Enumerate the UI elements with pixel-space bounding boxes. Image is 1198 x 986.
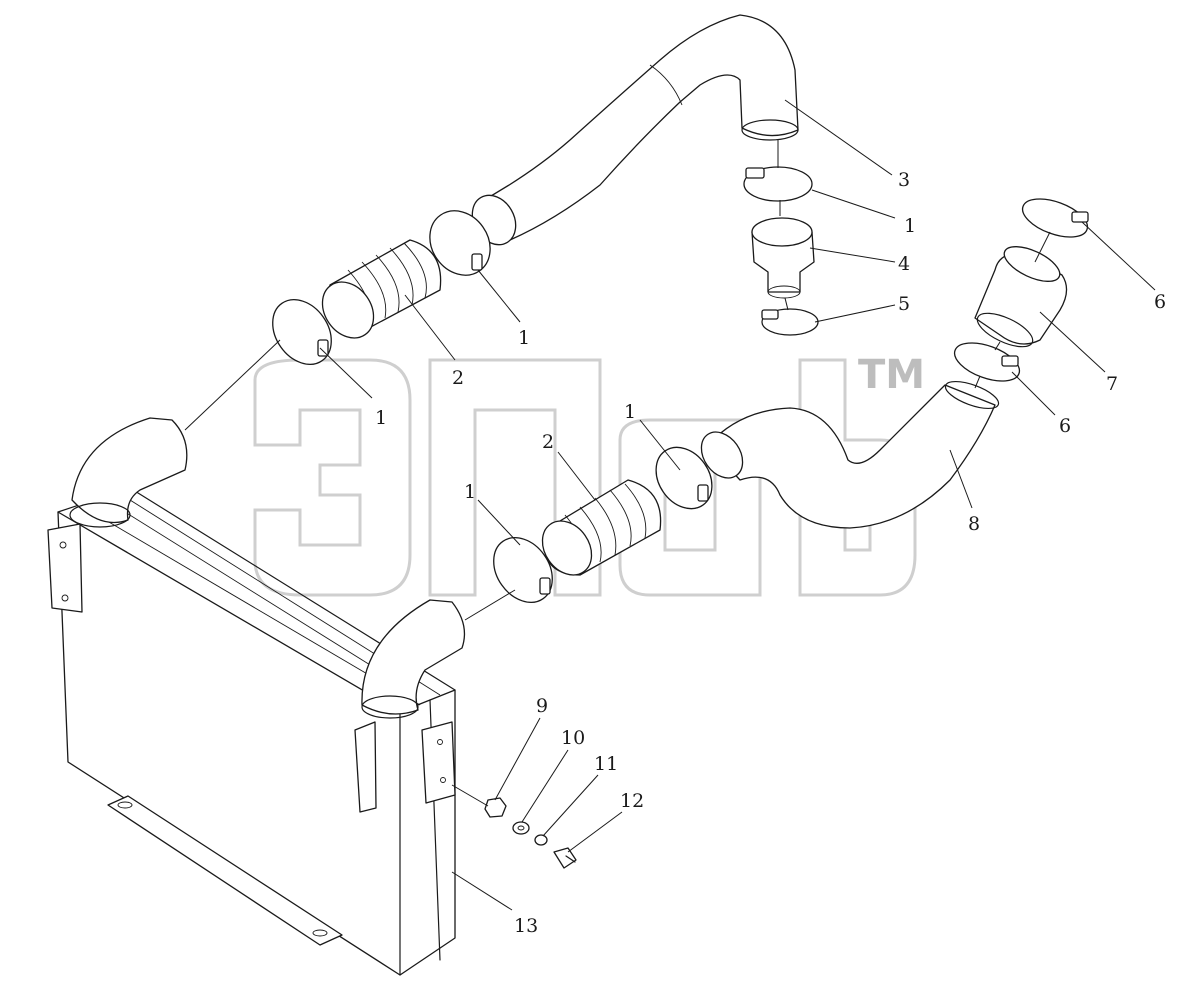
callout-5: 5 — [898, 293, 910, 315]
callout-10: 10 — [561, 727, 585, 749]
callout-1-lower-mid: 1 — [624, 401, 636, 423]
watermark-tm: TM — [858, 352, 925, 398]
leader-lines — [319, 99, 1156, 911]
small-hose-clamp — [761, 308, 819, 336]
hose-clamp-upper-mid — [429, 210, 491, 276]
callout-11: 11 — [594, 753, 618, 775]
hose-clamp-upper-right — [743, 166, 813, 202]
callout-12: 12 — [620, 790, 644, 812]
clamp-part6-upper — [1021, 198, 1089, 238]
lock-washer — [534, 834, 548, 846]
rubber-sleeve — [974, 246, 1068, 348]
bolt — [553, 847, 577, 869]
callout-13: 13 — [514, 915, 538, 937]
callout-2-upper: 2 — [452, 367, 464, 389]
callout-1-lower-left: 1 — [464, 481, 476, 503]
hose-clamp-upper-left — [272, 299, 332, 365]
lower-charge-air-pipe — [700, 380, 1000, 529]
callout-1-upper-mid: 1 — [518, 327, 530, 349]
callout-3: 3 — [898, 169, 910, 191]
hose-clamp-lower-left — [493, 537, 553, 603]
callout-9: 9 — [536, 695, 548, 717]
callout-7: 7 — [1106, 373, 1118, 395]
flat-washer — [512, 821, 530, 835]
callouts: 3 1 4 5 6 7 6 8 1 2 1 1 2 1 9 10 11 12 1… — [375, 169, 1166, 937]
nut — [484, 797, 507, 818]
clamp-part6-lower — [953, 342, 1021, 382]
reducer-coupling — [751, 217, 815, 299]
callout-6-upper: 6 — [1154, 291, 1166, 313]
intercooler-radiator — [47, 417, 466, 976]
callout-1-upper-left: 1 — [375, 407, 387, 429]
assembly-lines — [184, 140, 1051, 807]
callout-6-lower: 6 — [1059, 415, 1071, 437]
callout-2-lower: 2 — [542, 431, 554, 453]
callout-1-reducer: 1 — [904, 215, 916, 237]
upper-charge-air-pipe — [471, 14, 799, 246]
bellows-hose-lower — [541, 479, 662, 576]
hose-clamp-lower-mid — [655, 446, 713, 510]
bellows-hose-upper — [321, 239, 442, 339]
callout-4: 4 — [898, 253, 910, 275]
callout-8: 8 — [968, 513, 980, 535]
